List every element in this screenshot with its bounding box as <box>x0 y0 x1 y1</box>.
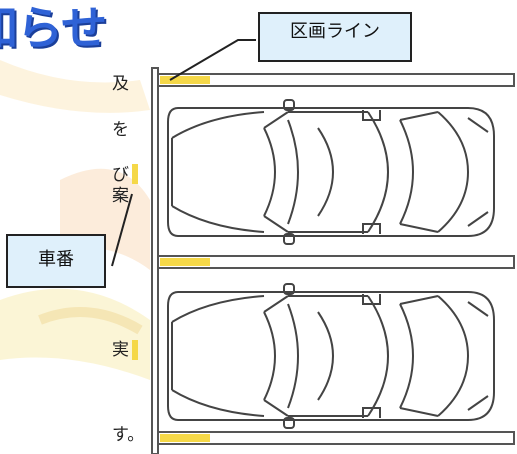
page-title-fragment: 知らせ <box>0 2 107 54</box>
callout-car-number: 車番 <box>6 234 106 288</box>
text-fragment: 実 <box>112 340 129 360</box>
section-line-marker <box>160 258 210 266</box>
section-line <box>157 73 515 87</box>
parked-car <box>167 283 495 429</box>
text-fragment: を <box>112 120 129 140</box>
text-fragment: 及 <box>112 74 129 94</box>
text-fragment: 案 <box>112 186 129 206</box>
text-fragment: す。 <box>112 425 145 445</box>
section-line <box>157 255 515 269</box>
section-line <box>157 431 515 445</box>
leader-line-section <box>169 39 256 81</box>
car-number-marker <box>132 164 138 184</box>
leader-line-car-number <box>111 193 133 267</box>
section-line-marker <box>160 434 210 442</box>
text-fragment: び <box>112 165 129 185</box>
callout-section-line: 区画ライン <box>258 12 412 62</box>
section-line-marker <box>160 76 210 84</box>
parked-car <box>167 99 495 245</box>
car-number-marker <box>132 340 138 360</box>
